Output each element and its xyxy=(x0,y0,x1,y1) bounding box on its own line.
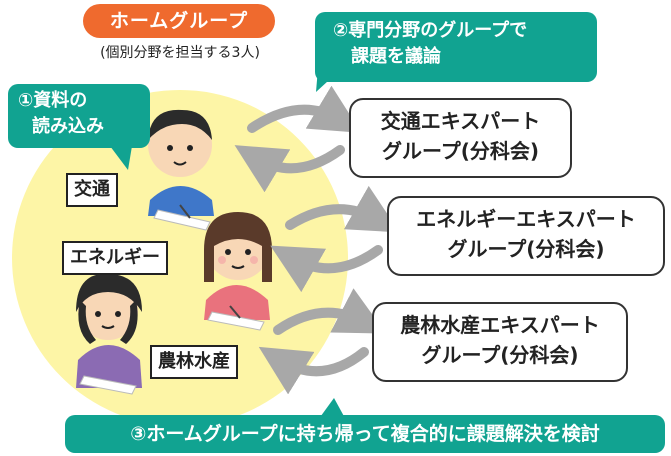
step3-bubble: ③ホームグループに持ち帰って複合的に課題解決を検討 xyxy=(65,415,665,453)
cycle-arrow-1-bottom xyxy=(234,145,345,193)
expert-group-subtitle: グループ(分科会) xyxy=(381,139,540,163)
expert-group-title: 農林水産エキスパート xyxy=(400,313,600,337)
cycle-arrow-3-top xyxy=(273,288,387,335)
cycle-arrow-2-bottom xyxy=(270,245,383,293)
expert-group-traffic: 交通エキスパート グループ(分科会) xyxy=(349,98,572,178)
step2-bubble: ②専門分野のグループで 課題を議論 xyxy=(315,12,597,82)
expert-group-agriculture: 農林水産エキスパート グループ(分科会) xyxy=(372,302,628,382)
person-traffic-icon xyxy=(148,109,214,231)
expert-group-energy: エネルギーエキスパート グループ(分科会) xyxy=(387,196,665,276)
expert-group-title: エネルギーエキスパート xyxy=(416,207,636,231)
step2-line1: ②専門分野のグループで xyxy=(333,20,528,41)
expert-group-title: 交通エキスパート xyxy=(380,109,541,133)
member-label-agriculture: 農林水産 xyxy=(150,345,238,379)
step1-line1: ①資料の xyxy=(18,90,88,111)
cycle-arrow-3-bottom xyxy=(258,346,369,395)
step1-line2: 読み込み xyxy=(32,116,104,137)
home-group-subtitle: (個別分野を担当する3人) xyxy=(100,45,260,61)
step2-line2: 課題を議論 xyxy=(351,46,441,67)
bubble-tail-step1 xyxy=(110,146,132,170)
cycle-arrow-2-top xyxy=(285,185,400,233)
person-agriculture-icon xyxy=(76,273,142,395)
expert-group-subtitle: グループ(分科会) xyxy=(447,237,605,261)
member-label-traffic: 交通 xyxy=(66,173,118,207)
step1-bubble: ①資料の 読み込み xyxy=(8,84,150,148)
expert-group-subtitle: グループ(分科会) xyxy=(421,343,579,367)
home-group-title: ホームグループ xyxy=(83,4,275,38)
bubble-tail-step3 xyxy=(318,398,346,420)
cycle-arrows xyxy=(234,85,400,395)
member-label-energy: エネルギー xyxy=(62,241,168,275)
person-energy-icon xyxy=(204,212,272,331)
cycle-arrow-1-top xyxy=(247,85,362,133)
